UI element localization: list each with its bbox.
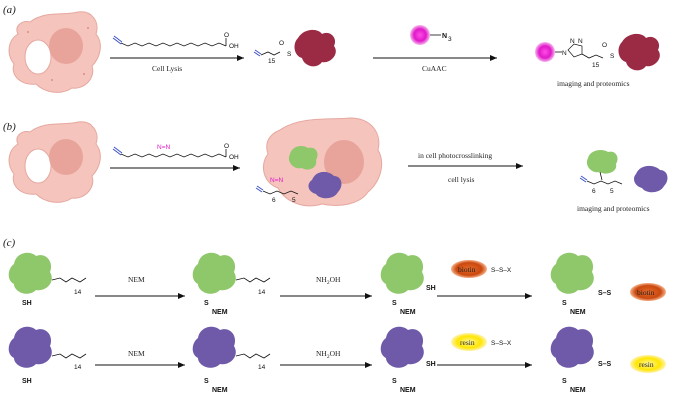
fluorophore	[535, 42, 555, 62]
acid-oh: OH	[229, 43, 239, 50]
triazole-n2: N	[570, 38, 575, 45]
result-text-a: imaging and proteomics	[557, 79, 630, 88]
s-c4: S	[562, 300, 567, 307]
biotin-tag	[630, 283, 666, 301]
sub-b-b2: 5	[610, 188, 614, 195]
panel-a-label: (a)	[3, 4, 16, 16]
resin-tag	[630, 355, 666, 373]
protein-red-a2	[618, 33, 660, 71]
step-nh2oh-2: NH2OH	[316, 349, 341, 360]
azide-sub: 3	[448, 36, 452, 43]
step-nem-2: NEM	[128, 349, 145, 358]
protein-purple-c4	[550, 326, 594, 368]
protein-green-c3	[380, 252, 424, 294]
protein-purple-c3	[380, 326, 424, 368]
azide-n: N	[442, 33, 447, 40]
sh-c3: SH	[426, 285, 436, 292]
crosslinked-product-b: 6 5	[579, 150, 668, 195]
protein-green-c1	[8, 252, 52, 294]
sx-biotin: S–S–X	[491, 267, 512, 274]
step-nh2oh-1: NH2OH	[316, 275, 341, 286]
triazole-n3: N	[578, 38, 583, 45]
diazirine-probe: N=N O OH	[112, 143, 239, 161]
sh-c5: SH	[22, 378, 32, 385]
vacuole	[24, 39, 52, 75]
arrow-a1-text: Cell Lysis	[152, 64, 182, 73]
resin-reagent	[451, 333, 487, 351]
row-purple: SH 14 NEM 14 S NEM NH2OH SH S NEM resin …	[8, 326, 666, 394]
s-c6: S	[204, 378, 209, 385]
cell-a	[8, 11, 101, 93]
protein-purple-b2	[634, 165, 668, 193]
biotin-label-2: biotin	[637, 288, 655, 297]
thioester-s-a2: S	[610, 53, 615, 60]
protein-green-b1	[288, 146, 318, 170]
panel-c-label: (c)	[3, 237, 16, 249]
sub-a-b2: 6	[592, 188, 596, 195]
arrow-b2-text-top: in cell photocrosslinking	[418, 151, 492, 160]
nucleus	[49, 28, 83, 64]
step-nem-1: NEM	[128, 275, 145, 284]
protein-purple-c1	[8, 326, 52, 368]
acid-o-b: O	[224, 143, 229, 150]
nem-c2: NEM	[212, 309, 228, 316]
protein-green-c2	[192, 252, 236, 294]
protein-red-a1	[294, 29, 336, 67]
thioester-o-a1: O	[279, 40, 284, 47]
sub14-c6: 14	[258, 364, 266, 371]
sub14-c5: 14	[74, 364, 82, 371]
sh-c1: SH	[22, 300, 32, 307]
arrow-a2-text: CuAAC	[422, 64, 447, 73]
acylated-protein-a: 15 O S	[253, 29, 336, 67]
result-text-b: imaging and proteomics	[577, 204, 650, 213]
ss-c4: S–S	[598, 290, 612, 297]
resin-label-1: resin	[460, 338, 475, 347]
acid-o: O	[224, 32, 229, 39]
protein-purple-c2	[192, 326, 236, 368]
chain-sub-a2: 15	[592, 62, 600, 69]
resin-label-2: resin	[639, 360, 654, 369]
labeled-protein-a: N N N 15 O S	[535, 33, 660, 71]
fluorophore-azide	[410, 25, 430, 45]
biotin-reagent	[451, 260, 487, 278]
nem-c7: NEM	[400, 387, 416, 394]
row-green: SH 14 NEM S NEM 14 NH2OH SH S NEM biotin…	[8, 252, 666, 316]
thioester-o-a2: O	[602, 42, 607, 49]
sub-a-b1: 6	[272, 197, 276, 204]
crosslinked-cell: N=N 6 5	[255, 117, 383, 207]
sx-resin: S–S–X	[491, 340, 512, 347]
s-c8: S	[562, 378, 567, 385]
alkyne-fatty-acid-probe: O OH	[112, 32, 239, 50]
s-c2: S	[204, 300, 209, 307]
biotin-label-1: biotin	[458, 265, 476, 274]
protein-green-b2	[586, 150, 618, 174]
sh-c7: SH	[426, 361, 436, 368]
protein-purple-b1	[308, 171, 342, 199]
s-c7: S	[392, 378, 397, 385]
protein-green-c4	[550, 252, 594, 294]
s-c3: S	[392, 300, 397, 307]
chain-sub-a1: 15	[268, 58, 276, 65]
nem-c8: NEM	[570, 387, 586, 394]
cell-b	[8, 121, 101, 203]
ss-c8: S–S	[598, 361, 612, 368]
nem-c3: NEM	[400, 309, 416, 316]
diazirine-n-b1: N=N	[270, 177, 283, 184]
arrow-b2-text-bottom: cell lysis	[448, 175, 475, 184]
acid-oh-b: OH	[229, 154, 239, 161]
panel-b-label: (b)	[3, 121, 16, 133]
sub14-c1: 14	[74, 289, 82, 296]
thioester-s-a1: S	[287, 51, 292, 58]
sub-b-b1: 5	[292, 197, 296, 204]
triazole-n1: N	[562, 50, 567, 57]
nem-c6: NEM	[212, 387, 228, 394]
sub14-c2: 14	[258, 289, 266, 296]
diazirine-text: N=N	[157, 144, 170, 151]
nem-c4: NEM	[570, 309, 586, 316]
